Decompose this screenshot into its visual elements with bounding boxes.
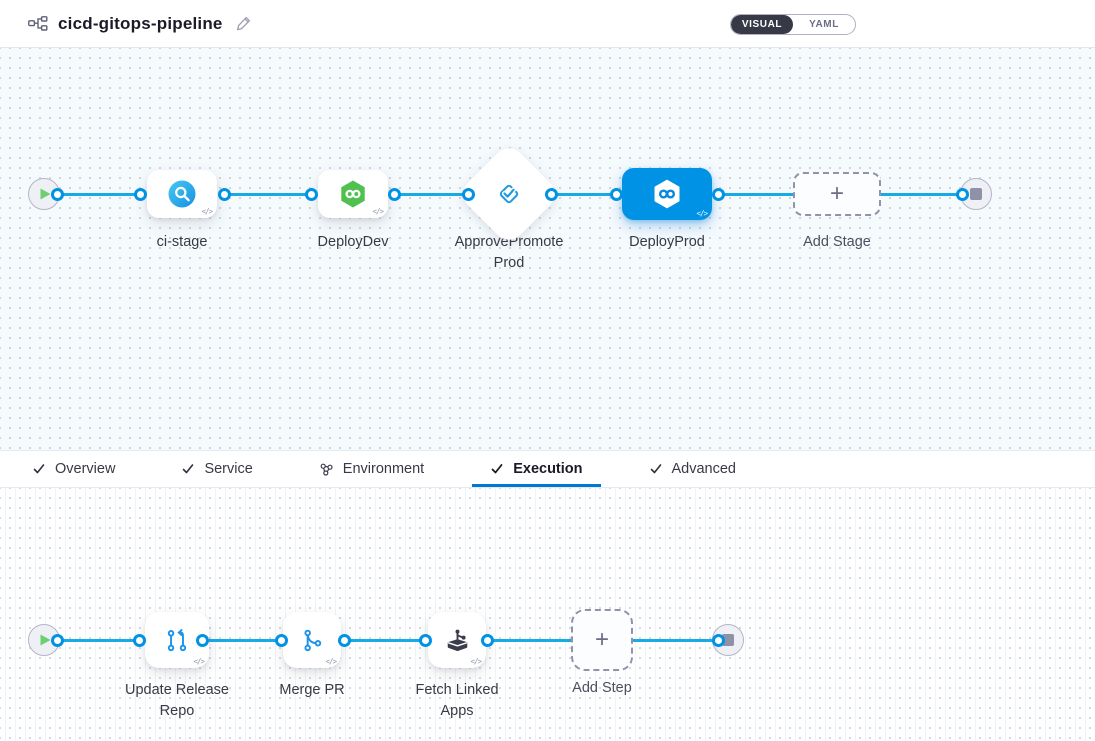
ci-build-icon — [168, 180, 196, 208]
stage-label: DeployProd — [629, 234, 705, 250]
connector-line — [57, 638, 139, 642]
stage-label: DeployDev — [317, 234, 389, 250]
stage-node-approvepromoteprod[interactable] — [456, 141, 562, 247]
tab-label: Environment — [342, 461, 425, 477]
connector-line — [57, 192, 140, 196]
code-icon: </> — [201, 207, 213, 216]
connector-port[interactable] — [711, 633, 725, 647]
code-icon: </> — [193, 657, 205, 666]
tab-label: Overview — [55, 461, 116, 477]
stage-label: ci-stage — [156, 234, 208, 250]
approval-icon — [499, 184, 519, 204]
pipeline-start-node — [28, 178, 60, 210]
code-icon: </> — [325, 657, 337, 666]
connector-line — [344, 638, 425, 642]
tab-environment[interactable]: Environment — [307, 451, 436, 487]
connector-port[interactable] — [418, 633, 432, 647]
stage-config-tabs: Overview Service Environment Execution A… — [0, 450, 1095, 488]
cd-deployment-icon — [341, 180, 365, 208]
toggle-yaml[interactable]: YAML — [809, 19, 839, 30]
connector-port[interactable] — [50, 187, 64, 201]
tab-service[interactable]: Service — [169, 451, 264, 487]
toggle-visual[interactable]: VISUAL — [731, 15, 793, 34]
code-icon: </> — [696, 209, 708, 218]
connector-port[interactable] — [480, 633, 494, 647]
connector-port[interactable] — [274, 633, 288, 647]
fetch-linked-apps-icon — [447, 629, 467, 651]
connector-port[interactable] — [337, 633, 351, 647]
stop-icon — [970, 188, 982, 200]
connector-port[interactable] — [955, 187, 969, 201]
play-icon — [40, 188, 51, 200]
connector-port[interactable] — [304, 187, 318, 201]
edit-pencil-icon[interactable] — [235, 15, 252, 32]
connector-port[interactable] — [711, 187, 725, 201]
stage-node-deploydev[interactable]: </> — [318, 170, 388, 218]
pipeline-header: cicd-gitops-pipeline VISUAL YAML — [0, 0, 1095, 48]
play-icon — [40, 634, 51, 646]
plus-icon: + — [594, 626, 609, 653]
connector-line — [224, 192, 311, 196]
tab-label: Advanced — [671, 461, 737, 477]
visual-yaml-toggle: VISUAL YAML — [730, 14, 856, 35]
add-stage-button[interactable]: + — [793, 172, 881, 216]
connector-line — [202, 638, 281, 642]
tab-advanced[interactable]: Advanced — [637, 451, 749, 487]
page-title: cicd-gitops-pipeline — [58, 13, 223, 33]
check-icon — [33, 464, 45, 474]
cd-deployment-icon — [654, 179, 680, 209]
check-icon — [183, 464, 194, 474]
step-label: Fetch Linked Apps — [415, 682, 499, 719]
add-step-label: Add Step — [572, 680, 632, 696]
step-label: Merge PR — [279, 682, 345, 698]
step-label: Update Release Repo — [125, 682, 229, 719]
update-release-repo-icon — [167, 629, 187, 652]
connector-port[interactable] — [387, 187, 401, 201]
execution-canvas[interactable]: </> </> </> + — [0, 488, 1095, 741]
add-step-button[interactable]: + — [571, 609, 633, 671]
connector-port[interactable] — [132, 633, 146, 647]
environment-icon — [320, 463, 333, 476]
step-node-fetch-linked-apps[interactable]: </> — [428, 612, 486, 668]
connector-line — [551, 192, 616, 196]
step-node-merge-pr[interactable]: </> — [283, 612, 341, 668]
connector-port[interactable] — [461, 187, 475, 201]
check-icon — [491, 464, 503, 474]
tab-overview[interactable]: Overview — [20, 451, 127, 487]
connector-port[interactable] — [217, 187, 231, 201]
check-icon — [650, 464, 661, 474]
stage-node-deployprod[interactable]: </> — [622, 168, 712, 220]
connector-port[interactable] — [195, 633, 209, 647]
tab-label: Execution — [513, 461, 583, 477]
stage-node-ci-stage[interactable]: </> — [147, 170, 217, 218]
code-icon: </> — [372, 207, 384, 216]
merge-pr-icon — [304, 629, 322, 652]
connector-port[interactable] — [609, 187, 623, 201]
connector-port[interactable] — [133, 187, 147, 201]
code-icon: </> — [470, 657, 482, 666]
connector-line — [394, 192, 468, 196]
tab-label: Service — [204, 461, 253, 477]
connector-port[interactable] — [50, 633, 64, 647]
pipeline-icon — [28, 16, 48, 31]
tab-execution[interactable]: Execution — [472, 451, 601, 487]
add-stage-label: Add Stage — [803, 234, 871, 250]
stage-canvas[interactable]: </> </> </> + — [0, 48, 1095, 450]
connector-port[interactable] — [544, 187, 558, 201]
stop-icon — [722, 634, 734, 646]
plus-icon: + — [829, 180, 844, 207]
stage-label: ApprovePromoteProd — [454, 234, 564, 271]
